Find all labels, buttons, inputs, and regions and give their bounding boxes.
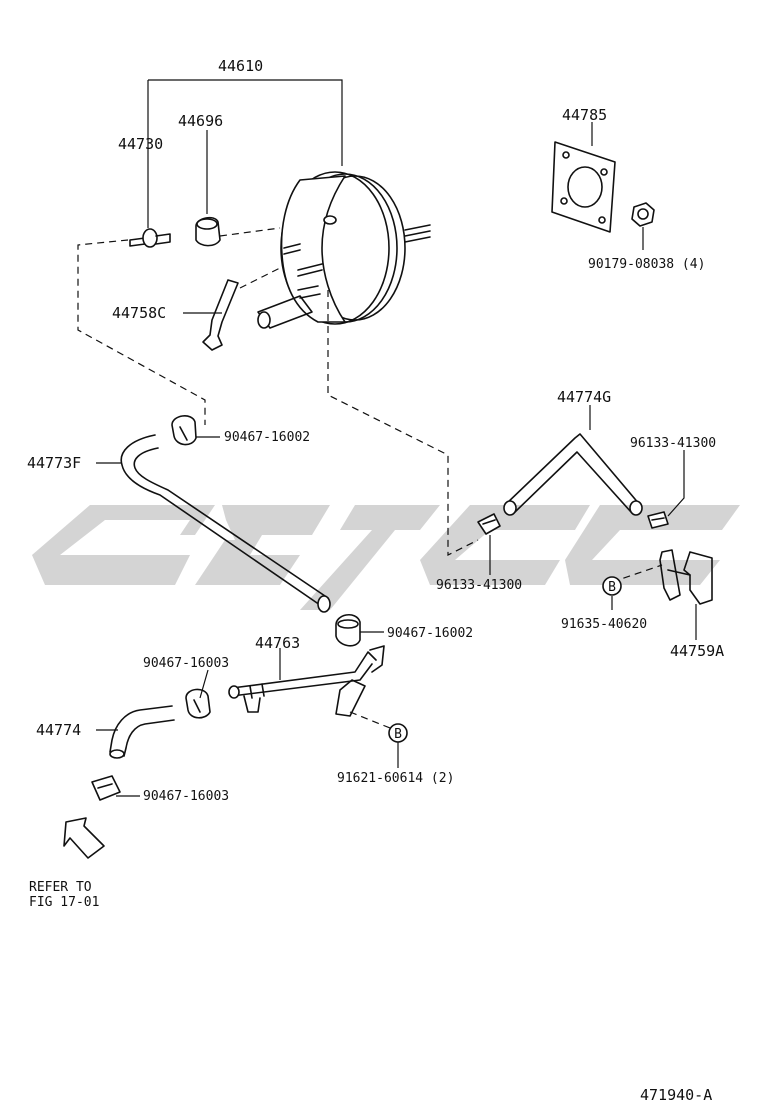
label-91635: 91635-40620 xyxy=(561,617,647,632)
stud-bolt-44730 xyxy=(129,228,171,248)
label-90179: 90179-08038 (4) xyxy=(588,257,705,272)
label-44773f: 44773F xyxy=(27,454,81,472)
gasket-44785 xyxy=(551,141,616,233)
label-90467-16003-b: 90467-16003 xyxy=(143,789,229,804)
label-44785: 44785 xyxy=(562,106,607,124)
clamp-96133-middle xyxy=(477,513,501,535)
clamp-90467-16002-top xyxy=(171,415,197,446)
label-90467-16003-a: 90467-16003 xyxy=(143,656,229,671)
circle-mark-b-1: B xyxy=(602,576,622,596)
label-44774: 44774 xyxy=(36,721,81,739)
label-96133-a: 96133-41300 xyxy=(630,436,716,451)
pipe-44763 xyxy=(228,645,385,717)
label-91621: 91621-60614 (2) xyxy=(337,771,454,786)
label-44759a: 44759A xyxy=(670,642,724,660)
label-44610: 44610 xyxy=(218,57,263,75)
bracket-44759a xyxy=(659,549,713,605)
clamp-90467-16003-upper xyxy=(185,688,211,719)
circle-mark-b-2: B xyxy=(388,723,408,743)
hose-44773f xyxy=(120,434,331,613)
label-90467-16002-b: 90467-16002 xyxy=(387,626,473,641)
svg-text:B: B xyxy=(394,727,402,742)
label-44730: 44730 xyxy=(118,135,163,153)
alignment-dashes xyxy=(77,227,663,731)
label-96133-b: 96133-41300 xyxy=(436,578,522,593)
refer-arrow xyxy=(63,817,105,859)
hose-44774 xyxy=(109,705,175,759)
label-44758c: 44758C xyxy=(112,304,166,322)
svg-text:B: B xyxy=(608,580,616,595)
figure-id: 471940-A xyxy=(640,1086,712,1104)
leader-lines xyxy=(96,79,697,797)
hose-44774g xyxy=(503,433,643,516)
brake-booster xyxy=(257,171,431,329)
bracket-44758c xyxy=(202,279,239,351)
watermark-logo xyxy=(32,505,740,610)
nut-90179 xyxy=(631,202,655,227)
label-44763: 44763 xyxy=(255,634,300,652)
label-44774g: 44774G xyxy=(557,388,611,406)
grommet-44696 xyxy=(195,216,221,247)
refer-line-2: FIG 17-01 xyxy=(29,895,99,910)
clamp-96133-right xyxy=(647,511,669,529)
refer-line-1: REFER TO xyxy=(29,880,92,895)
clamp-90467-16003-lower xyxy=(91,775,121,801)
label-90467-16002-a: 90467-16002 xyxy=(224,430,310,445)
label-44696: 44696 xyxy=(178,112,223,130)
clamp-90467-16002-lower xyxy=(335,614,361,647)
